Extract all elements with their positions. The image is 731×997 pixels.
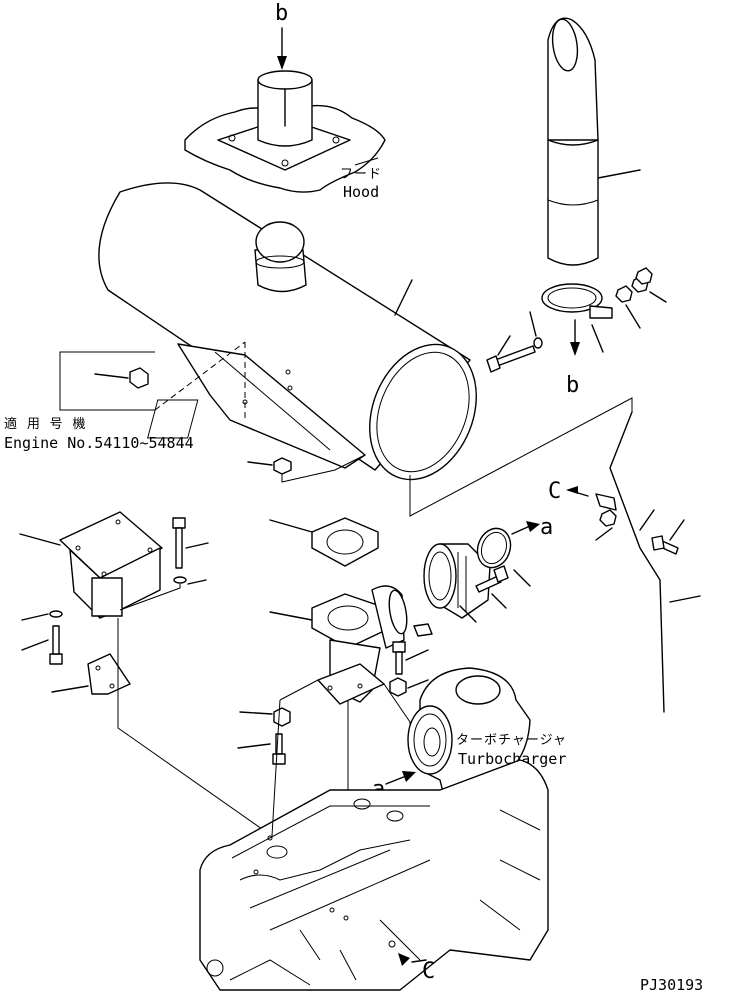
left-bracket — [59, 511, 163, 619]
callout-b-clamp: b — [566, 373, 579, 398]
turbo-label-en: Turbocharger — [458, 750, 566, 768]
leader-tail-pipe — [597, 169, 641, 179]
adapter-bolt — [475, 565, 509, 593]
turbocharger — [407, 667, 531, 839]
nut-a — [615, 285, 633, 303]
elbow-stud — [392, 641, 406, 675]
clamp — [541, 283, 613, 319]
stud-left — [272, 733, 286, 765]
nut-c — [635, 267, 653, 285]
stud-nut-left — [273, 707, 291, 727]
engine-block — [199, 759, 549, 991]
callout-c-engine: C — [422, 959, 435, 984]
elbow-nut — [389, 677, 407, 697]
adapter-ring — [423, 527, 512, 619]
hood-label-en: Hood — [343, 183, 379, 201]
breather-pipe — [595, 411, 679, 713]
callout-a-gasket: a — [540, 515, 553, 540]
hood-flange — [184, 70, 386, 193]
engine-number-range: Engine No.54110~54844 — [4, 434, 194, 452]
engine-inset — [59, 341, 246, 420]
exhaust-elbow — [311, 585, 408, 705]
callout-b-top: b — [275, 1, 288, 26]
leader-muffler — [394, 279, 413, 316]
clamp-bolt — [486, 345, 536, 373]
leader-clamp — [591, 324, 604, 353]
callout-arrow-c-engine — [411, 959, 427, 963]
tail-pipe — [547, 17, 599, 266]
pipe-nut — [599, 509, 617, 527]
nut-under-muffler — [273, 457, 292, 475]
callout-c-pipe: C — [548, 479, 561, 504]
callout-arrow-a-turbo — [385, 775, 407, 785]
bracket-bolt-short — [49, 625, 63, 665]
bracket-bolt-long — [172, 517, 186, 569]
callout-arrow-b-top — [277, 27, 287, 70]
muffler-body — [98, 182, 477, 481]
turbo-label-jp: ターボチャージャ — [456, 733, 567, 748]
elbow-small-bolt — [413, 623, 433, 637]
gasket — [311, 517, 379, 567]
bracket-washer-left — [49, 610, 63, 618]
engine-applicable-jp: 適 用 号 機 — [4, 416, 86, 432]
relation-line-stud-engine — [271, 699, 281, 837]
drawing-code: PJ30193 — [640, 976, 703, 994]
relation-line-muffler-pipe — [409, 397, 633, 517]
washer — [533, 337, 543, 349]
hood-label-jp: フード — [340, 167, 382, 182]
support-plate — [87, 653, 131, 695]
bracket-washer-right — [173, 576, 187, 584]
